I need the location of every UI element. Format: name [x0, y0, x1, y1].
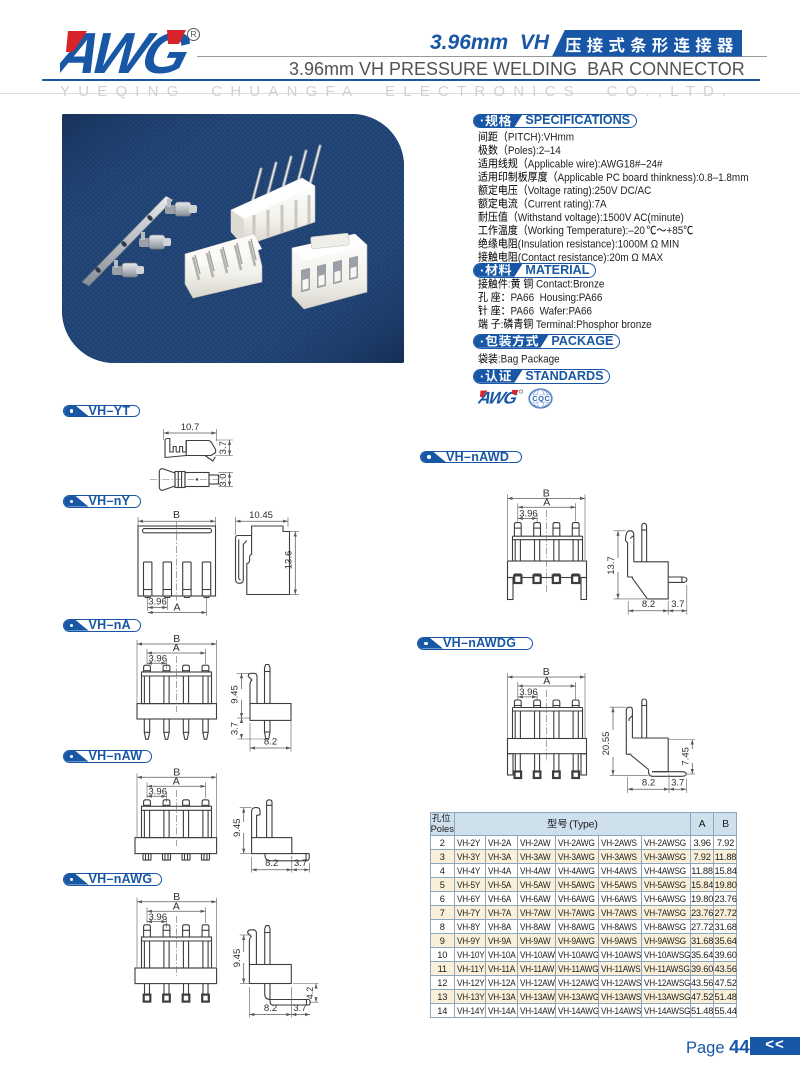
svg-text:3.0: 3.0 [218, 473, 229, 486]
svg-text:7.45: 7.45 [681, 747, 692, 766]
svg-text:PITCH):VHmm: PITCH):VHmm [508, 131, 574, 144]
svg-text:PA66 Housing:PA66: PA66 Housing:PA66 [511, 292, 603, 305]
svg-text:A: A [173, 901, 180, 913]
svg-text:13.6: 13.6 [283, 551, 294, 570]
svg-text::Bag Package: :Bag Package [498, 353, 560, 366]
svg-text:8.2: 8.2 [264, 737, 277, 748]
svg-text:10.45: 10.45 [249, 510, 273, 521]
svg-text:3.7: 3.7 [293, 1003, 306, 1014]
svg-text:Contact:Bronze: Contact:Bronze [533, 278, 604, 291]
svg-text:A: A [173, 776, 180, 788]
svg-text:B: B [543, 666, 550, 678]
svg-text:Terminal:Phosphor bronze: Terminal:Phosphor bronze [533, 319, 652, 332]
svg-text:+85: +85 [666, 224, 683, 237]
svg-text:9.45: 9.45 [229, 685, 240, 704]
svg-text:A: A [173, 602, 180, 614]
svg-text:AWG: AWG [478, 388, 519, 408]
svg-text:Applicable wire):AWG18#–24#: Applicable wire):AWG18#–24# [528, 157, 663, 170]
svg-text:Poles):2–14: Poles):2–14 [508, 144, 561, 157]
svg-text:PA66 Wafer:PA66: PA66 Wafer:PA66 [511, 305, 593, 318]
svg-text:4.2: 4.2 [305, 987, 315, 1000]
svg-text:B: B [173, 891, 180, 903]
svg-text:20.55: 20.55 [601, 732, 612, 756]
svg-text::: : [501, 319, 504, 332]
svg-text:13.7: 13.7 [606, 556, 617, 575]
svg-text:3.7: 3.7 [218, 441, 229, 454]
svg-text:B: B [173, 633, 180, 645]
svg-text:8.2: 8.2 [642, 599, 655, 610]
svg-text:8.2: 8.2 [265, 858, 278, 869]
svg-text:A: A [543, 675, 550, 687]
svg-text:3.96: 3.96 [519, 687, 538, 698]
svg-text:B: B [543, 488, 550, 500]
svg-text:(Insulation resistance):1000M: (Insulation resistance):1000M Ω MIN [518, 237, 679, 250]
svg-text:CQC: CQC [532, 394, 550, 403]
svg-text:3.7: 3.7 [294, 858, 307, 869]
svg-text::: : [508, 278, 511, 291]
svg-text:Working Temperature):–20: Working Temperature):–20 [528, 224, 645, 237]
svg-text:A: A [173, 642, 180, 654]
svg-text:Withstand voltage):1500V AC(mi: Withstand voltage):1500V AC(minute) [518, 211, 684, 224]
svg-text:3.7: 3.7 [671, 778, 684, 789]
svg-text:B: B [173, 767, 180, 779]
svg-text:B: B [173, 509, 180, 521]
svg-text:3.96: 3.96 [519, 509, 538, 520]
svg-text:Current rating):7A: Current rating):7A [528, 197, 608, 210]
svg-text:9.45: 9.45 [232, 949, 243, 968]
svg-text:3.96: 3.96 [149, 653, 168, 664]
svg-text:3.7: 3.7 [229, 722, 240, 735]
svg-text:8.2: 8.2 [264, 1003, 277, 1014]
svg-text:10.7: 10.7 [181, 422, 200, 433]
svg-text:3.96: 3.96 [149, 912, 168, 923]
svg-text:9.45: 9.45 [232, 819, 243, 838]
svg-text:(Contact resistance):20m Ω MAX: (Contact resistance):20m Ω MAX [518, 251, 663, 264]
svg-text:8.2: 8.2 [642, 778, 655, 789]
svg-text:Applicable PC board thinkness): Applicable PC board thinkness):0.8–1.8mm [558, 171, 749, 184]
svg-text:3.96: 3.96 [148, 597, 167, 608]
svg-text:3.7: 3.7 [671, 599, 684, 610]
svg-text:A: A [543, 496, 550, 508]
svg-text:3.96: 3.96 [149, 787, 168, 798]
svg-text:Voltage rating):250V DC/AC: Voltage rating):250V DC/AC [528, 184, 652, 197]
